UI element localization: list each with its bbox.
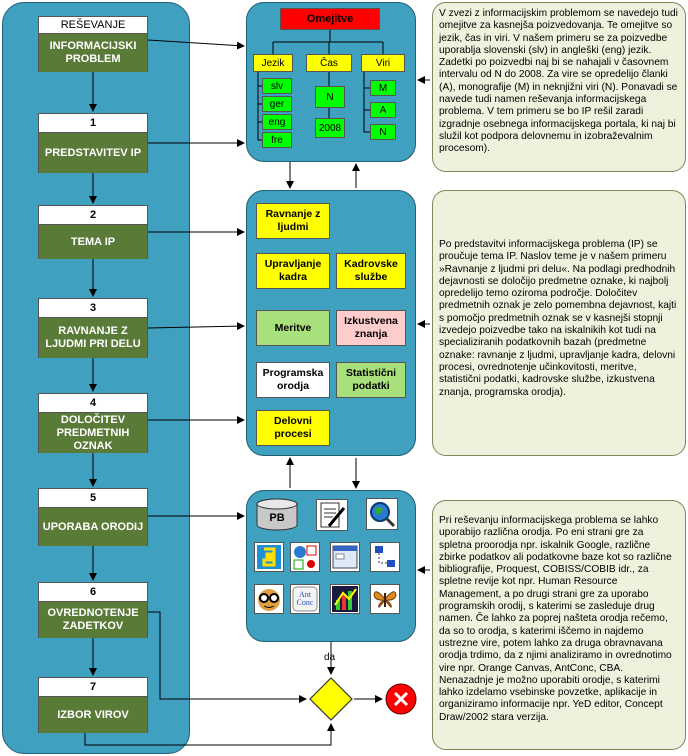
topic-meritve: Meritve — [256, 310, 330, 346]
viri-item: A — [370, 102, 396, 118]
database-label: PB — [269, 512, 285, 524]
step-label: OVREDNOTENJE ZADETKOV — [39, 602, 147, 638]
cas-header: Čas — [306, 54, 352, 72]
jezik-item: slv — [262, 78, 292, 94]
step-7[interactable]: 7 IZBOR VIROV — [38, 677, 148, 733]
decision-diamond — [308, 676, 354, 722]
orange-canvas-icon[interactable] — [254, 542, 284, 572]
stop-circle-icon — [384, 682, 418, 716]
jezik-header: Jezik — [253, 54, 293, 72]
window-app-icon[interactable] — [330, 542, 360, 572]
step-label: TEMA IP — [39, 225, 147, 259]
cas-item: N — [315, 86, 345, 108]
step-number: 4 — [39, 394, 147, 413]
step-label: INFORMACIJSKI PROBLEM — [39, 34, 147, 72]
topic-programska: Programska orodja — [256, 362, 330, 398]
topic-upravljanje: Upravljanje kadra — [256, 253, 330, 289]
step-1[interactable]: 1 PREDSTAVITEV IP — [38, 113, 148, 173]
step-label: UPORABA ORODIJ — [39, 508, 147, 546]
spectacles-face-icon[interactable] — [254, 584, 284, 614]
step-informacijski-problem[interactable]: REŠEVANJE INFORMACIJSKI PROBLEM — [38, 16, 148, 72]
jezik-item: eng — [262, 114, 292, 130]
database-icon[interactable]: PB — [254, 498, 300, 532]
step-4[interactable]: 4 DOLOČITEV PREDMETNIH OZNAK — [38, 393, 148, 453]
step-2[interactable]: 2 TEMA IP — [38, 205, 148, 259]
lane-header: REŠEVANJE — [39, 17, 147, 34]
topic-statisticni: Statistični podatki — [336, 362, 406, 398]
step-label: PREDSTAVITEV IP — [39, 133, 147, 173]
chart-analysis-icon[interactable] — [330, 584, 360, 614]
antconc-icon[interactable]: Ant Conc — [290, 584, 320, 614]
cas-item: 2008 — [315, 118, 345, 138]
step-number: 3 — [39, 299, 147, 318]
topic-delovni: Delovni procesi — [256, 410, 330, 446]
antconc-label: Ant Conc — [296, 590, 314, 607]
step-number: 2 — [39, 206, 147, 225]
step-label: DOLOČITEV PREDMETNIH OZNAK — [39, 413, 147, 453]
step-number: 5 — [39, 489, 147, 508]
step-number: 6 — [39, 583, 147, 602]
viri-header: Viri — [361, 54, 405, 72]
topic-kadrovske: Kadrovske službe — [336, 253, 406, 289]
step-label: IZBOR VIROV — [39, 697, 147, 733]
note-limits: V zvezi z informacijskim problemom se na… — [432, 2, 686, 172]
viri-item: N — [370, 124, 396, 140]
limits-title: Omejitve — [280, 8, 380, 30]
topic-izkustvena: Izkustvena znanja — [336, 310, 406, 346]
step-label: RAVNANJE Z LJUDMI PRI DELU — [39, 318, 147, 358]
note-tools: Pri reševanju informacijskega problema s… — [432, 500, 686, 750]
step-number: 1 — [39, 114, 147, 133]
step-number: 7 — [39, 678, 147, 697]
butterfly-icon[interactable] — [370, 584, 400, 614]
document-edit-icon[interactable] — [316, 499, 348, 531]
viri-item: M — [370, 80, 396, 96]
jezik-item: ger — [262, 96, 292, 112]
hierarchy-icon[interactable] — [370, 542, 400, 572]
jezik-item: fre — [262, 132, 292, 148]
note-topic: Po predstavitvi informacijskega problema… — [432, 190, 686, 456]
topic-ravnanje: Ravnanje z ljudmi — [256, 203, 330, 239]
step-3[interactable]: 3 RAVNANJE Z LJUDMI PRI DELU — [38, 298, 148, 358]
step-5[interactable]: 5 UPORABA ORODIJ — [38, 488, 148, 546]
globe-search-icon[interactable] — [366, 498, 398, 530]
yes-label: da — [324, 652, 336, 663]
step-6[interactable]: 6 OVREDNOTENJE ZADETKOV — [38, 582, 148, 638]
network-diagram-icon[interactable] — [290, 542, 320, 572]
